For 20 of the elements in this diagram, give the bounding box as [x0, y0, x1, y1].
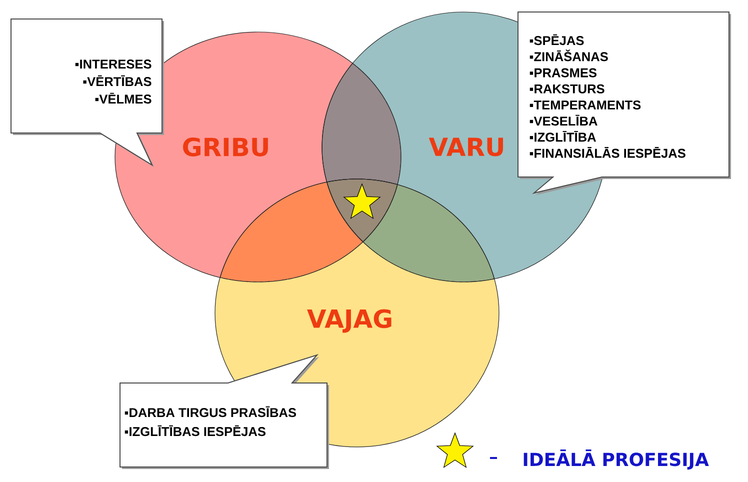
list-item: ▪VĒRTĪBAS: [83, 75, 152, 86]
list-item: ▪SPĒJAS: [530, 34, 584, 46]
callout-box: [120, 354, 329, 469]
circle-label: VARU: [428, 138, 503, 156]
list-item: ▪VESELĪBA: [530, 114, 598, 126]
circle-label: GRIBU: [183, 138, 268, 156]
list-item: ▪TEMPERAMENTS: [530, 100, 641, 110]
list-item: ▪VĒLMES: [95, 92, 152, 104]
list-item: ▪PRASMES: [530, 68, 597, 78]
list-item: ▪FINANSIĀLĀS IESPĒJAS: [530, 147, 686, 158]
callout-box: [10, 18, 164, 167]
list-item: ▪RAKSTURS: [530, 84, 604, 94]
circle-label: VAJAG: [307, 309, 392, 333]
list-item: ▪IZGLĪTĪBA: [530, 130, 596, 142]
list-item: ▪ZINĀŠANAS: [530, 50, 608, 62]
callout-box: [518, 12, 731, 195]
list-item: ▪INTERESES: [75, 60, 152, 69]
legend-text: IDEĀLĀ PROFESIJA: [524, 450, 709, 470]
list-item: ▪IZGLĪTĪBAS IESPĒJAS: [124, 425, 266, 436]
list-item: ▪DARBA TIRGUS PRASĪBAS: [124, 406, 296, 418]
